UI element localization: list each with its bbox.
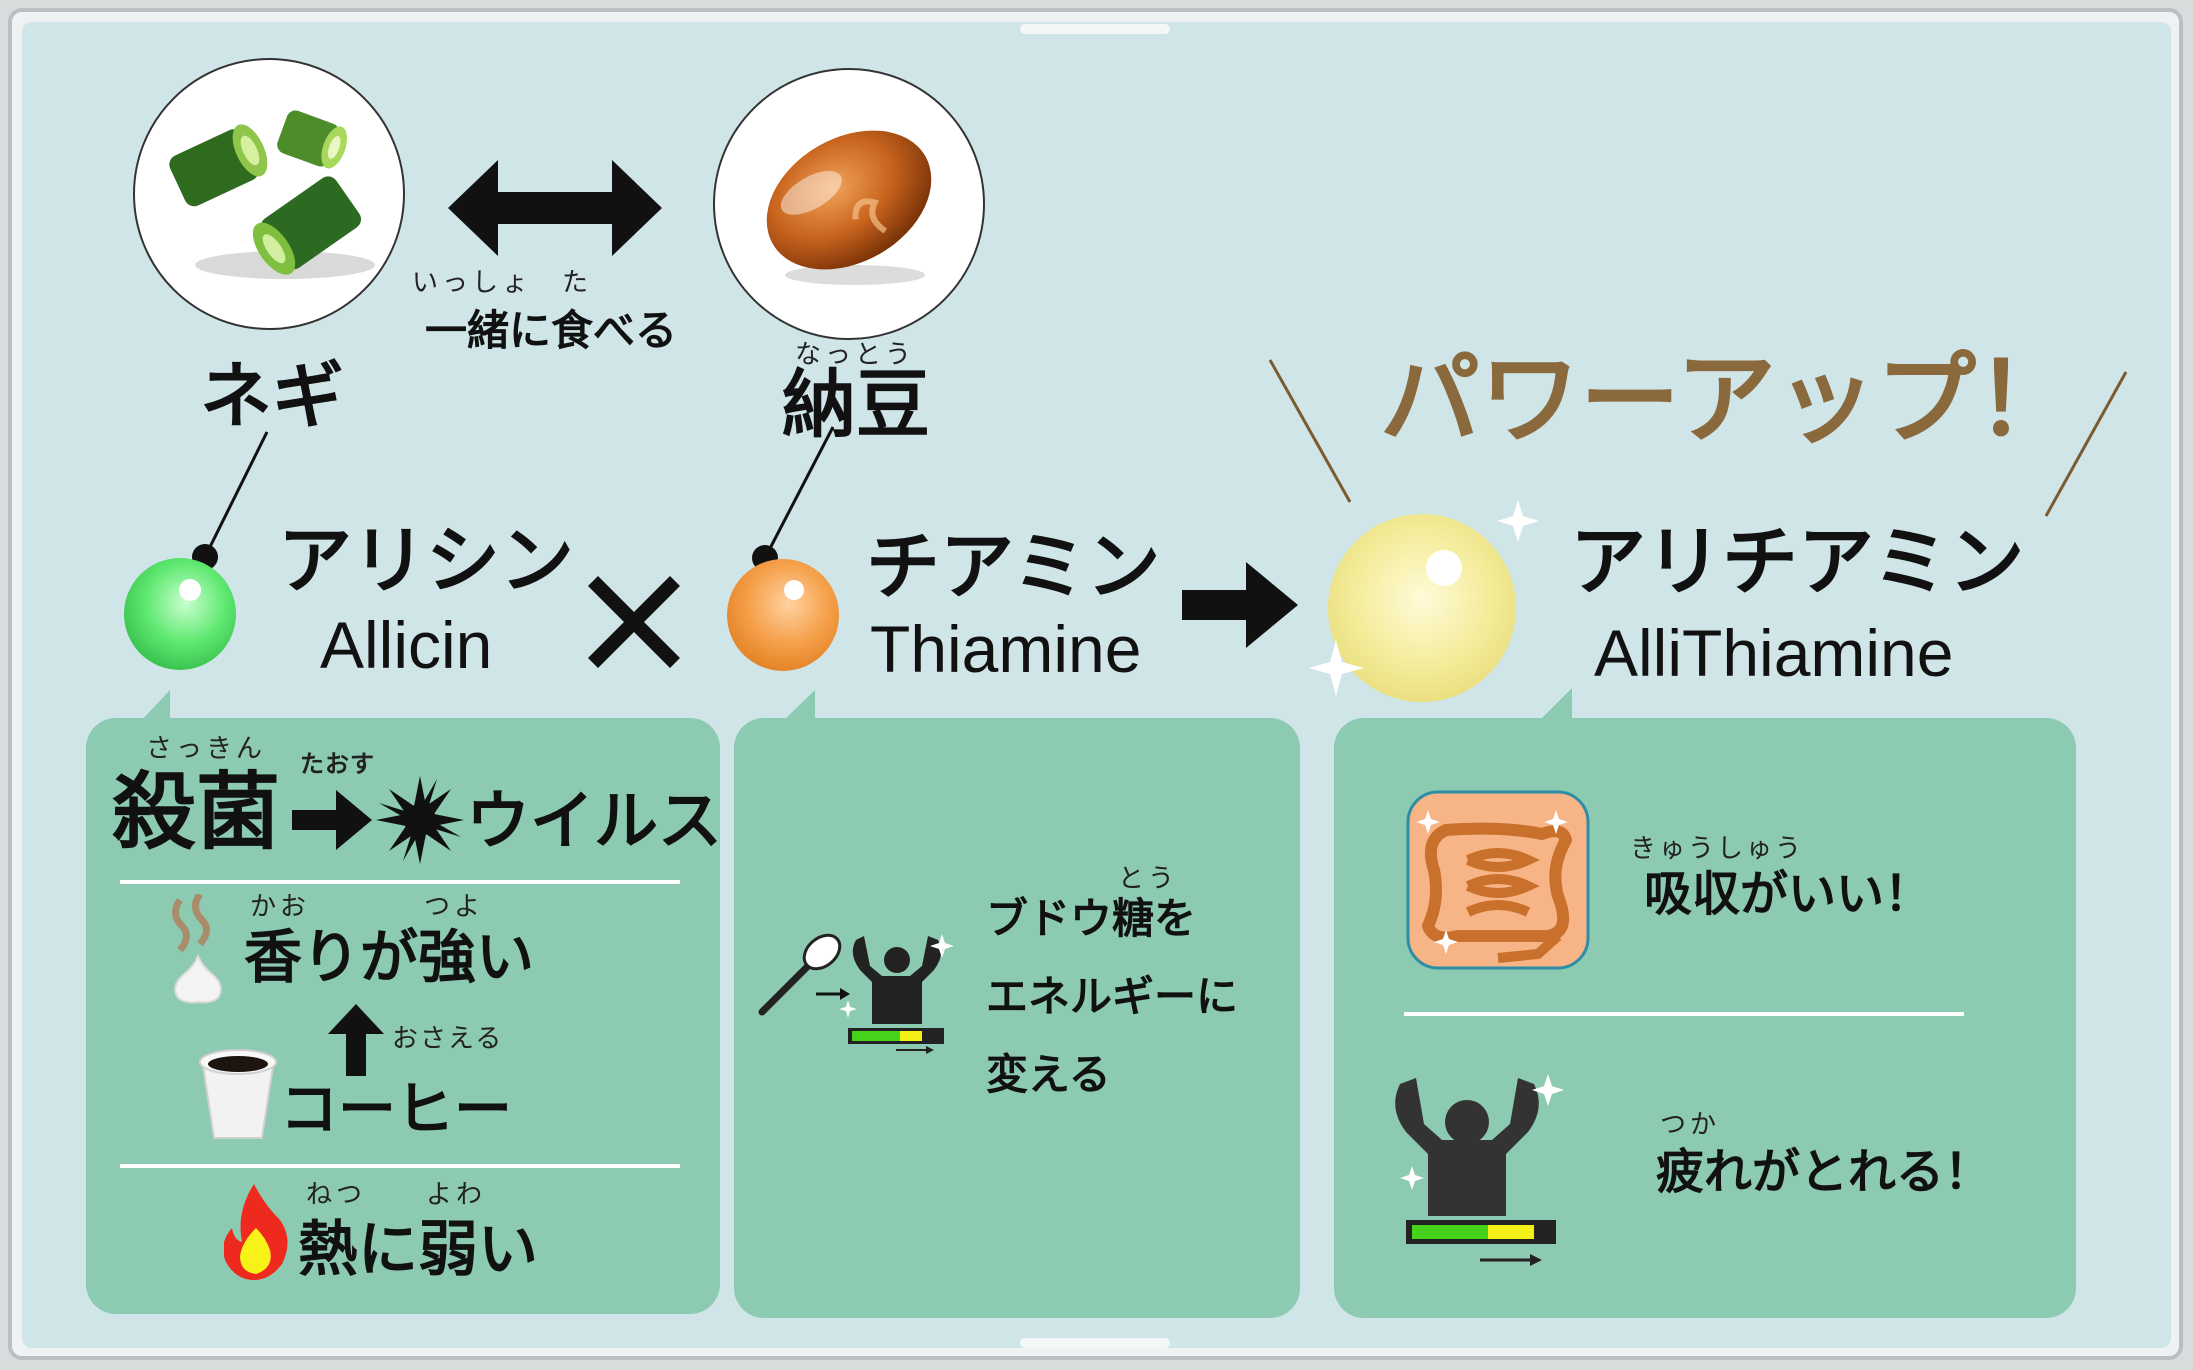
natto-ruby: なっとう <box>795 340 916 370</box>
smell-ruby-1: かお <box>250 892 311 922</box>
negi-label: ネギ <box>200 354 345 438</box>
green-onion-icon <box>169 110 375 279</box>
smell-label: 香りが強い <box>244 923 535 991</box>
sterilize-label: 殺菌 <box>112 763 281 861</box>
thiamine-line-2: エネルギーに <box>986 972 1239 1021</box>
intestine-icon <box>1406 790 1590 970</box>
allithiamine-jp-label: アリチアミン <box>1570 517 2025 606</box>
thiamine-line-3: 変える <box>986 1050 1111 1099</box>
thiamine-line-1: ブドウ糖を <box>986 894 1197 943</box>
allicin-ball-icon <box>124 558 236 670</box>
thiamine-ball-icon <box>727 559 839 671</box>
energetic-person-icon <box>1395 1074 1564 1244</box>
double-arrow-icon <box>448 160 662 256</box>
heat-ruby-1: ねつ <box>306 1180 367 1210</box>
tired-ruby: つか <box>1660 1110 1721 1140</box>
top-resize-handle[interactable] <box>1020 24 1170 34</box>
allithiamine-ball-icon <box>1310 500 1539 702</box>
defeat-arrow-icon <box>292 790 372 850</box>
eat-together-ruby: いっしょ た <box>412 268 593 298</box>
sugar-ruby: とう <box>1118 864 1179 894</box>
negi-image-circle <box>133 58 405 330</box>
thiamine-box <box>734 718 1300 1318</box>
defeat-ruby: たおす <box>300 750 375 778</box>
garlic-smell-icon <box>172 894 222 1004</box>
thiamine-jp-label: チアミン <box>866 524 1161 610</box>
sterilize-ruby: さっきん <box>146 734 267 764</box>
natto-bean-icon <box>766 130 932 285</box>
bottom-resize-handle[interactable] <box>1020 1338 1170 1348</box>
allicin-jp-label: アリシン <box>278 518 574 604</box>
natto-image-circle <box>713 68 985 340</box>
natto-label: 納豆 <box>782 362 930 448</box>
heat-label: 熱に弱い <box>298 1215 538 1285</box>
absorb-label: 吸収がいい！ <box>1644 866 1933 922</box>
absorb-ruby: きゅうしゅう <box>1630 834 1805 864</box>
heat-ruby-2: よわ <box>426 1180 487 1210</box>
virus-label: ウイルス <box>466 785 722 859</box>
right-arrow-icon <box>1182 562 1298 648</box>
power-up-label: パワーアップ！ <box>1380 341 2076 458</box>
coffee-label: コーヒー <box>280 1075 513 1143</box>
allicin-en-label: Allicin <box>320 608 493 682</box>
energy-conversion-icon <box>758 933 954 1054</box>
coffee-cup-icon <box>199 1049 277 1139</box>
allicin-separator-1 <box>120 880 680 884</box>
allithiamine-en-label: AlliThiamine <box>1594 616 1954 690</box>
multiply-icon <box>588 576 680 668</box>
allicin-separator-2 <box>120 1164 680 1168</box>
virus-burst-icon <box>376 776 464 864</box>
allithiamine-separator <box>1404 1012 1964 1016</box>
tired-label: 疲れがとれる！ <box>1656 1144 1993 1200</box>
smell-ruby-2: つよ <box>424 892 485 922</box>
suppress-ruby: おさえる <box>392 1024 504 1054</box>
up-arrow-icon <box>328 1004 384 1076</box>
thiamine-en-label: Thiamine <box>870 612 1142 686</box>
small-arrow-icon <box>1480 1254 1542 1266</box>
eat-together-label: 一緒に食べる <box>425 306 678 355</box>
fire-icon <box>224 1184 288 1280</box>
